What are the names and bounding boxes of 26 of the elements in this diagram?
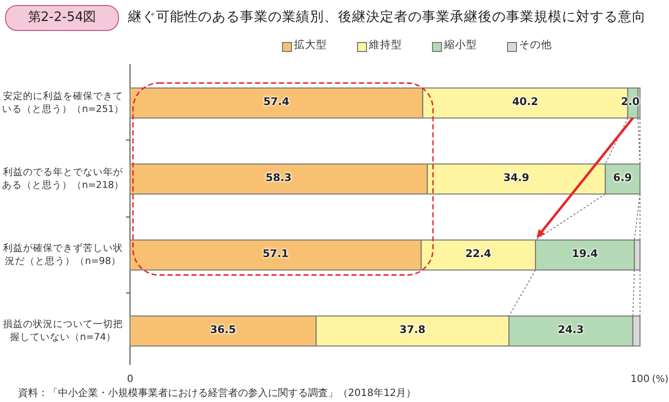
title: 継ぐ可能性のある事業の業績別、後継決定者の事業承継後の事業規模に対する意向 — [128, 8, 646, 26]
value-label: 22.4 — [465, 248, 492, 260]
source-note: 資料：「中小企業・小規模事業者における経営者の参入に関する調査」（2018年12月） — [18, 386, 416, 400]
value-label: 58.3 — [266, 172, 292, 184]
category-label: 利益が確保できず苦しい状況だ（と思う）（n=98） — [2, 242, 124, 268]
value-label: 6.9 — [613, 172, 632, 184]
value-label: 37.8 — [400, 324, 426, 336]
value-label: 57.1 — [262, 248, 289, 260]
tick-label: 0 — [127, 374, 134, 385]
category-label: 損益の状況について一切把握していない（n=74） — [2, 318, 124, 344]
figure-number-badge: 第2-2-54図 — [5, 5, 119, 31]
axis-unit: (%) — [652, 374, 668, 385]
legend-label: 維持型 — [369, 38, 402, 52]
category-label: 利益のでる年とでない年がある（と思う）（n=218） — [1, 166, 125, 192]
value-label: 19.4 — [572, 248, 598, 260]
legend-label: その他 — [519, 38, 552, 52]
value-label: 36.5 — [210, 324, 236, 336]
value-label: 2.0 — [621, 96, 640, 108]
legend-label: 縮小型 — [444, 38, 477, 52]
value-label: 57.4 — [263, 96, 290, 108]
value-label: 24.3 — [558, 324, 584, 336]
category-label: 安定的に利益を確保できている（と思う）（n=251） — [1, 90, 125, 116]
legend-label: 拡大型 — [294, 38, 327, 52]
tick-label: 100 — [630, 374, 650, 385]
value-label: 34.9 — [503, 172, 530, 184]
value-label: 40.2 — [512, 96, 538, 108]
